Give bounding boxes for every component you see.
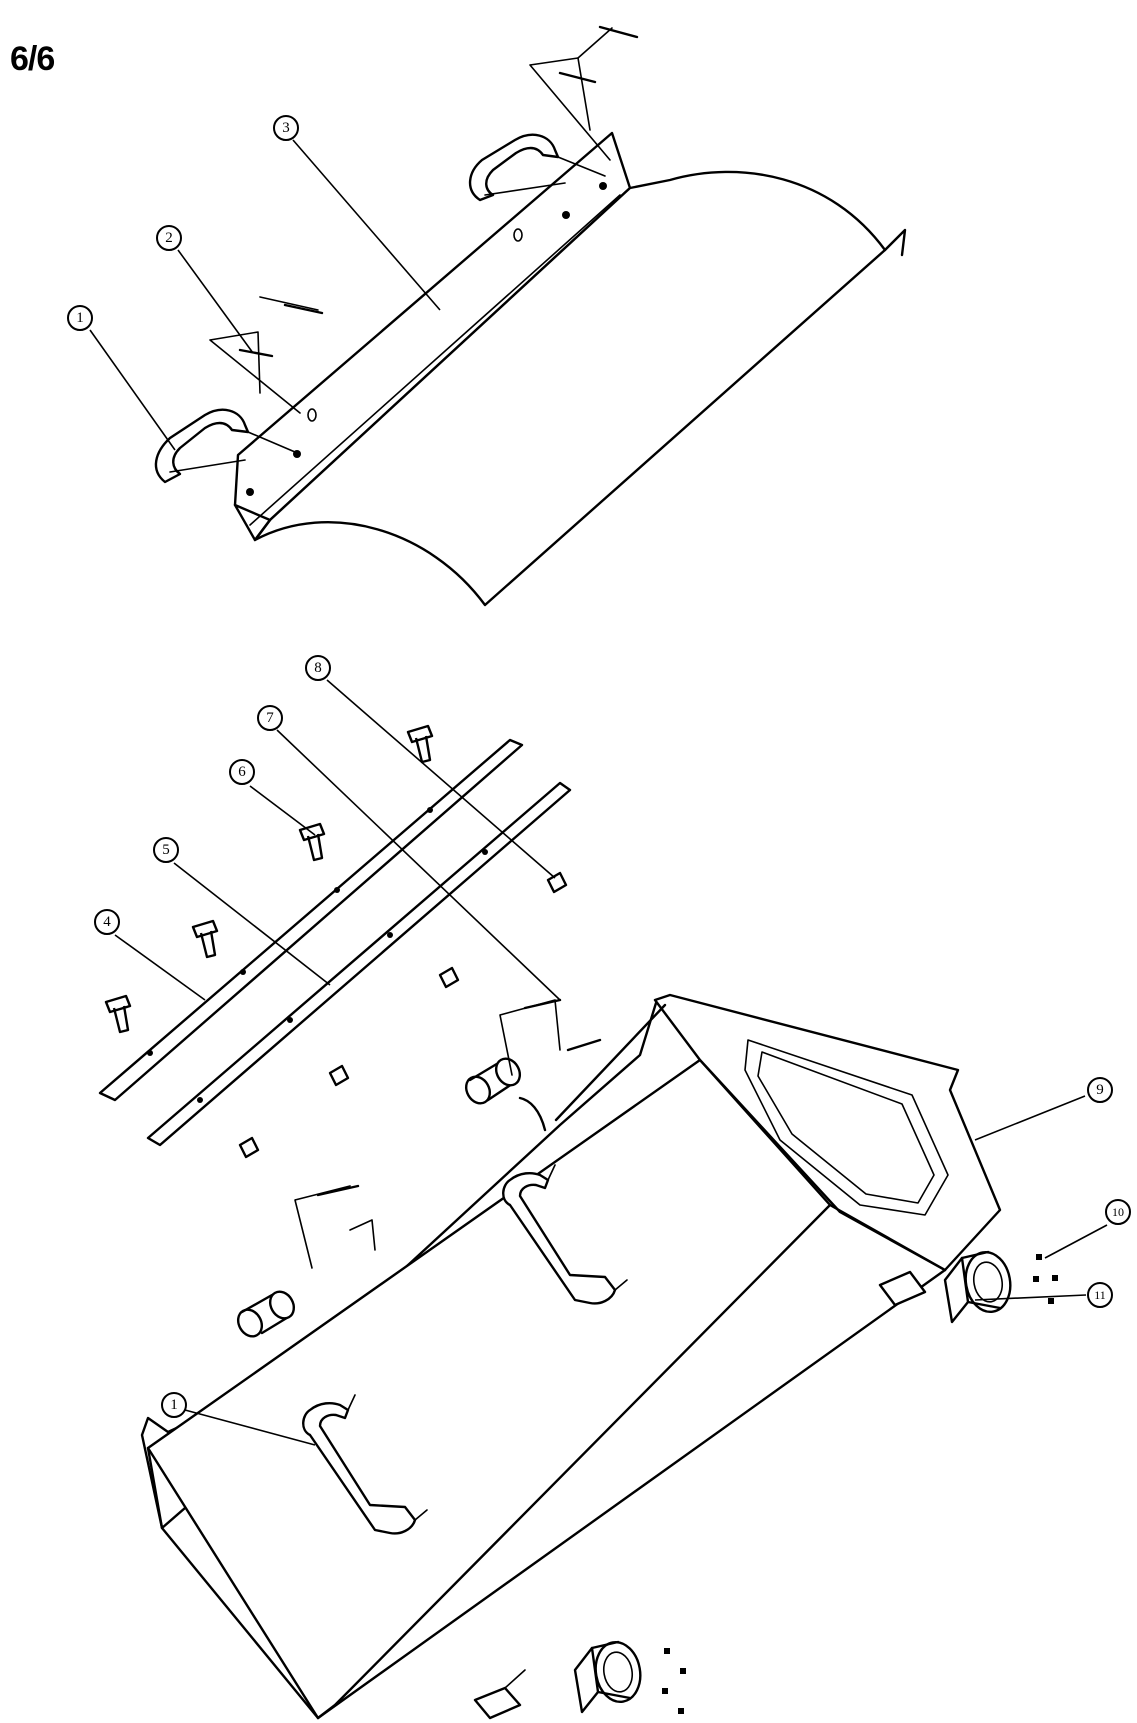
callout-8: 8 <box>305 655 331 681</box>
foot-pad <box>473 1686 522 1720</box>
callout-10: 10 <box>1105 1199 1131 1225</box>
callout-9: 9 <box>1087 1077 1113 1103</box>
end-panel-window <box>744 1039 949 1216</box>
hole <box>513 228 523 242</box>
hinge-strips <box>98 738 572 1147</box>
nuts <box>238 871 568 1159</box>
strip-4 <box>98 738 524 1102</box>
screws-box <box>294 998 602 1269</box>
svg-text:8: 8 <box>314 660 322 676</box>
svg-text:5: 5 <box>162 842 170 858</box>
callout-1b: 1 <box>161 1392 187 1418</box>
svg-text:1: 1 <box>76 310 84 326</box>
svg-text:6: 6 <box>238 764 246 780</box>
handle-right-lid <box>468 133 606 202</box>
svg-text:7: 7 <box>266 710 274 726</box>
hinge-pin <box>236 1290 296 1338</box>
svg-text:10: 10 <box>1112 1205 1124 1219</box>
callout-7: 7 <box>257 705 283 731</box>
svg-text:9: 9 <box>1096 1082 1104 1098</box>
caster-screws <box>662 1254 1058 1714</box>
handle-box-middle <box>502 1164 628 1305</box>
svg-text:2: 2 <box>165 230 173 246</box>
svg-text:3: 3 <box>282 120 290 136</box>
callout-4: 4 <box>94 909 120 935</box>
handle-box-left <box>302 1394 428 1535</box>
svg-text:1: 1 <box>170 1397 178 1413</box>
leader-lines <box>89 139 1108 1446</box>
bolts <box>104 724 434 1034</box>
hinge-pin <box>464 1057 522 1105</box>
box-front-panel <box>146 1058 832 1720</box>
lid-assembly <box>154 25 907 607</box>
callout-11: 11 <box>1087 1282 1113 1308</box>
handle-left-lid <box>154 408 296 484</box>
box-body <box>140 993 1002 1720</box>
callout-2: 2 <box>156 225 182 251</box>
foot-pad <box>878 1270 927 1307</box>
svg-text:4: 4 <box>103 914 111 930</box>
callout-1a: 1 <box>67 305 93 331</box>
lid-panel <box>233 131 632 522</box>
hole <box>307 408 317 422</box>
page-number: 6/6 <box>10 40 55 78</box>
callout-3: 3 <box>273 115 299 141</box>
box-end-panel <box>653 993 1002 1272</box>
screws-lid <box>209 25 639 414</box>
caster-wheel <box>943 1250 1012 1324</box>
callout-6: 6 <box>229 759 255 785</box>
svg-text:11: 11 <box>1094 1288 1106 1302</box>
callout-5: 5 <box>153 837 179 863</box>
strip-5 <box>146 781 572 1147</box>
caster-wheel <box>573 1640 642 1714</box>
